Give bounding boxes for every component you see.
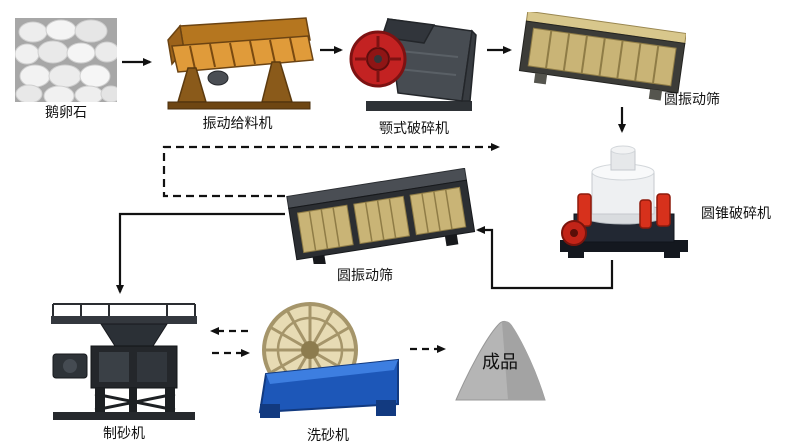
node-circular-vibrating-screen-top xyxy=(518,12,686,104)
label-cone-crusher: 圆锥破碎机 xyxy=(701,206,771,222)
node-circular-vibrating-screen-mid xyxy=(285,168,477,264)
label-circular-vibrating-screen-mid: 圆振动筛 xyxy=(337,268,393,284)
node-sand-washing-machine xyxy=(252,300,404,424)
label-circular-vibrating-screen-top: 圆振动筛 xyxy=(664,92,720,108)
sand-making-machine-illustration xyxy=(51,303,197,420)
sand-washing-machine-illustration xyxy=(258,302,399,418)
node-sand-making-machine xyxy=(45,298,203,422)
node-finished-product xyxy=(452,312,548,404)
node-cone-crusher xyxy=(552,138,694,260)
vibrating-feeder-illustration xyxy=(167,17,314,110)
label-vibrating-feeder: 振动给料机 xyxy=(202,116,273,132)
jaw-crusher-illustration xyxy=(349,18,477,111)
label-sand-washing-machine: 洗砂机 xyxy=(307,428,349,444)
pebbles-photo xyxy=(15,18,117,102)
label-jaw-crusher: 颚式破碎机 xyxy=(379,121,449,137)
node-pebbles xyxy=(15,18,117,102)
circular-vibrating-screen-top-illustration xyxy=(518,12,686,101)
circular-vibrating-screen-mid-illustration xyxy=(286,168,476,264)
finished-product-pile xyxy=(455,320,546,401)
label-sand-making-machine: 制砂机 xyxy=(103,426,145,442)
label-finished-product: 成品 xyxy=(482,352,518,373)
node-jaw-crusher xyxy=(348,5,480,119)
arrow-screen2-to-sand-maker xyxy=(116,212,285,294)
node-vibrating-feeder xyxy=(160,12,315,112)
cone-crusher-illustration xyxy=(560,145,688,258)
label-pebbles: 鹅卵石 xyxy=(45,105,87,121)
